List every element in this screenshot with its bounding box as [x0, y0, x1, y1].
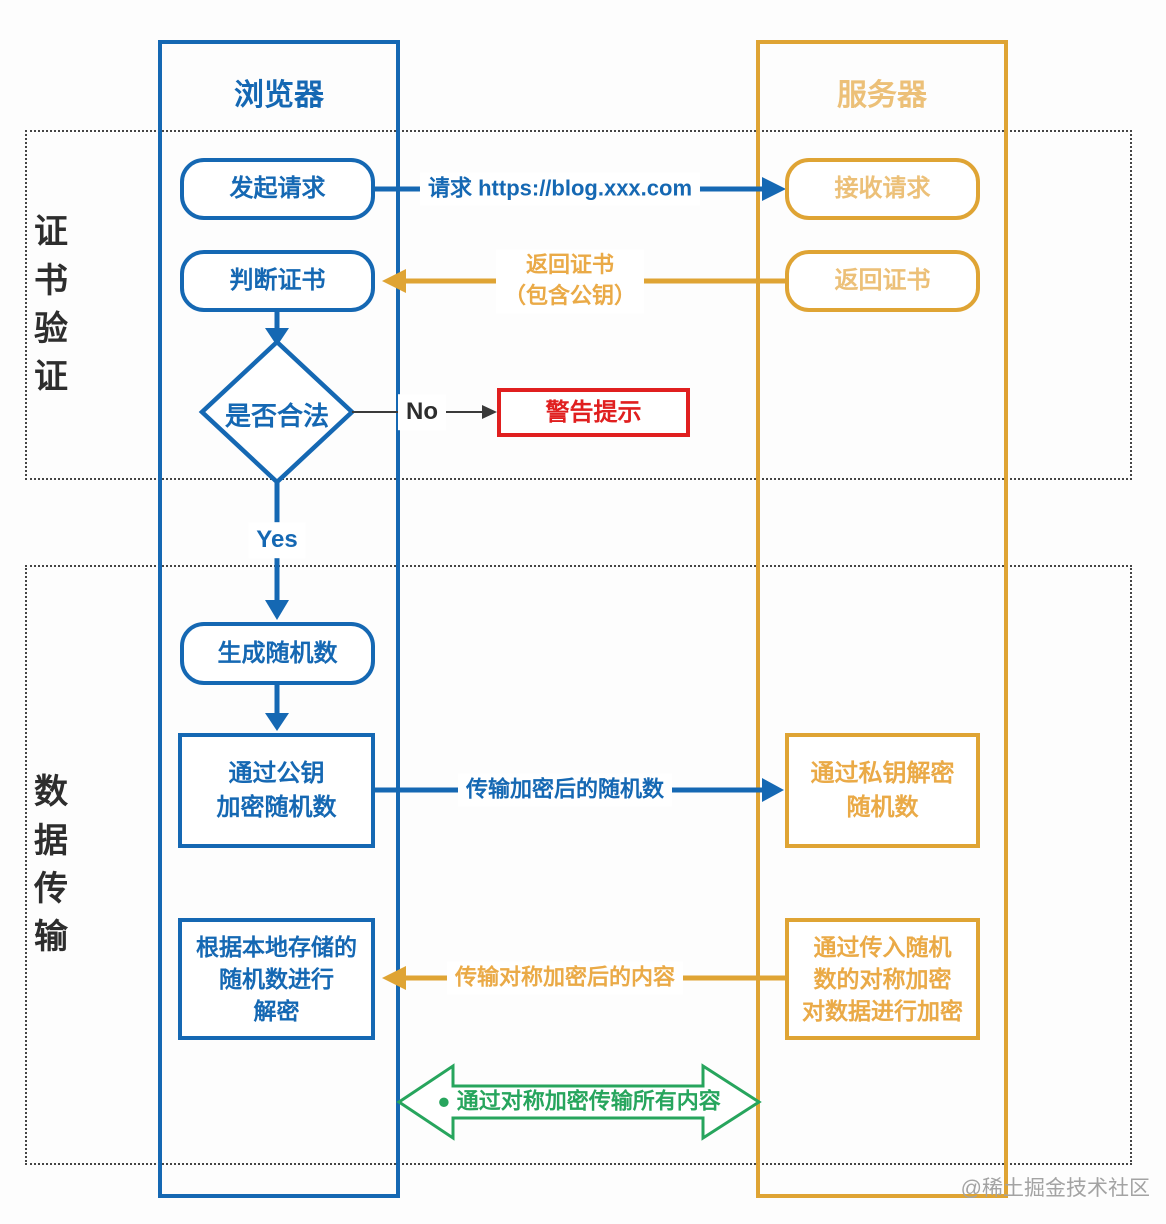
section-data-transfer — [25, 565, 1132, 1165]
browser-lane-title: 浏览器 — [234, 79, 324, 112]
browser-lane: 浏览器 — [158, 40, 400, 1198]
edge-label-transmit-encrypted-random: 传输加密后的随机数 — [457, 773, 673, 807]
edge-label-transmit-symmetric-content: 传输对称加密后的内容 — [446, 961, 684, 995]
server-lane: 服务器 — [756, 40, 1008, 1198]
node-decrypt-with-private-key: 通过私钥解密 随机数 — [785, 733, 980, 848]
server-lane-title: 服务器 — [837, 79, 927, 112]
edge-label-yes: Yes — [248, 522, 306, 558]
node-generate-random: 生成随机数 — [180, 622, 375, 685]
node-return-certificate: 返回证书 — [785, 250, 980, 312]
node-warning: 警告提示 — [497, 388, 690, 437]
section-certificate-verification — [25, 130, 1132, 480]
node-encrypt-with-public-key: 通过公钥 加密随机数 — [178, 733, 375, 848]
node-receive-request: 接收请求 — [785, 158, 980, 220]
edge-label-no: No — [398, 394, 446, 430]
node-initiate-request: 发起请求 — [180, 158, 375, 220]
watermark: @稀土掘金技术社区 — [960, 1177, 1150, 1200]
edge-label-transmit-all-content: ● 通过对称加密传输所有内容 — [437, 1088, 721, 1114]
section-label-certificate-verification: 证 书 验 证 — [34, 213, 68, 397]
node-decrypt-with-local-random: 根据本地存储的 随机数进行 解密 — [178, 918, 375, 1040]
section-label-data-transfer: 数 据 传 输 — [34, 773, 68, 957]
node-is-valid-label: 是否合法 — [224, 401, 329, 431]
node-symmetric-encrypt-data: 通过传入随机 数的对称加密 对数据进行加密 — [785, 918, 980, 1040]
edge-label-request: 请求 https://blog.xxx.com — [419, 172, 701, 206]
edge-label-return-certificate: 返回证书 （包含公钥） — [495, 249, 645, 313]
node-judge-certificate: 判断证书 — [180, 250, 375, 312]
